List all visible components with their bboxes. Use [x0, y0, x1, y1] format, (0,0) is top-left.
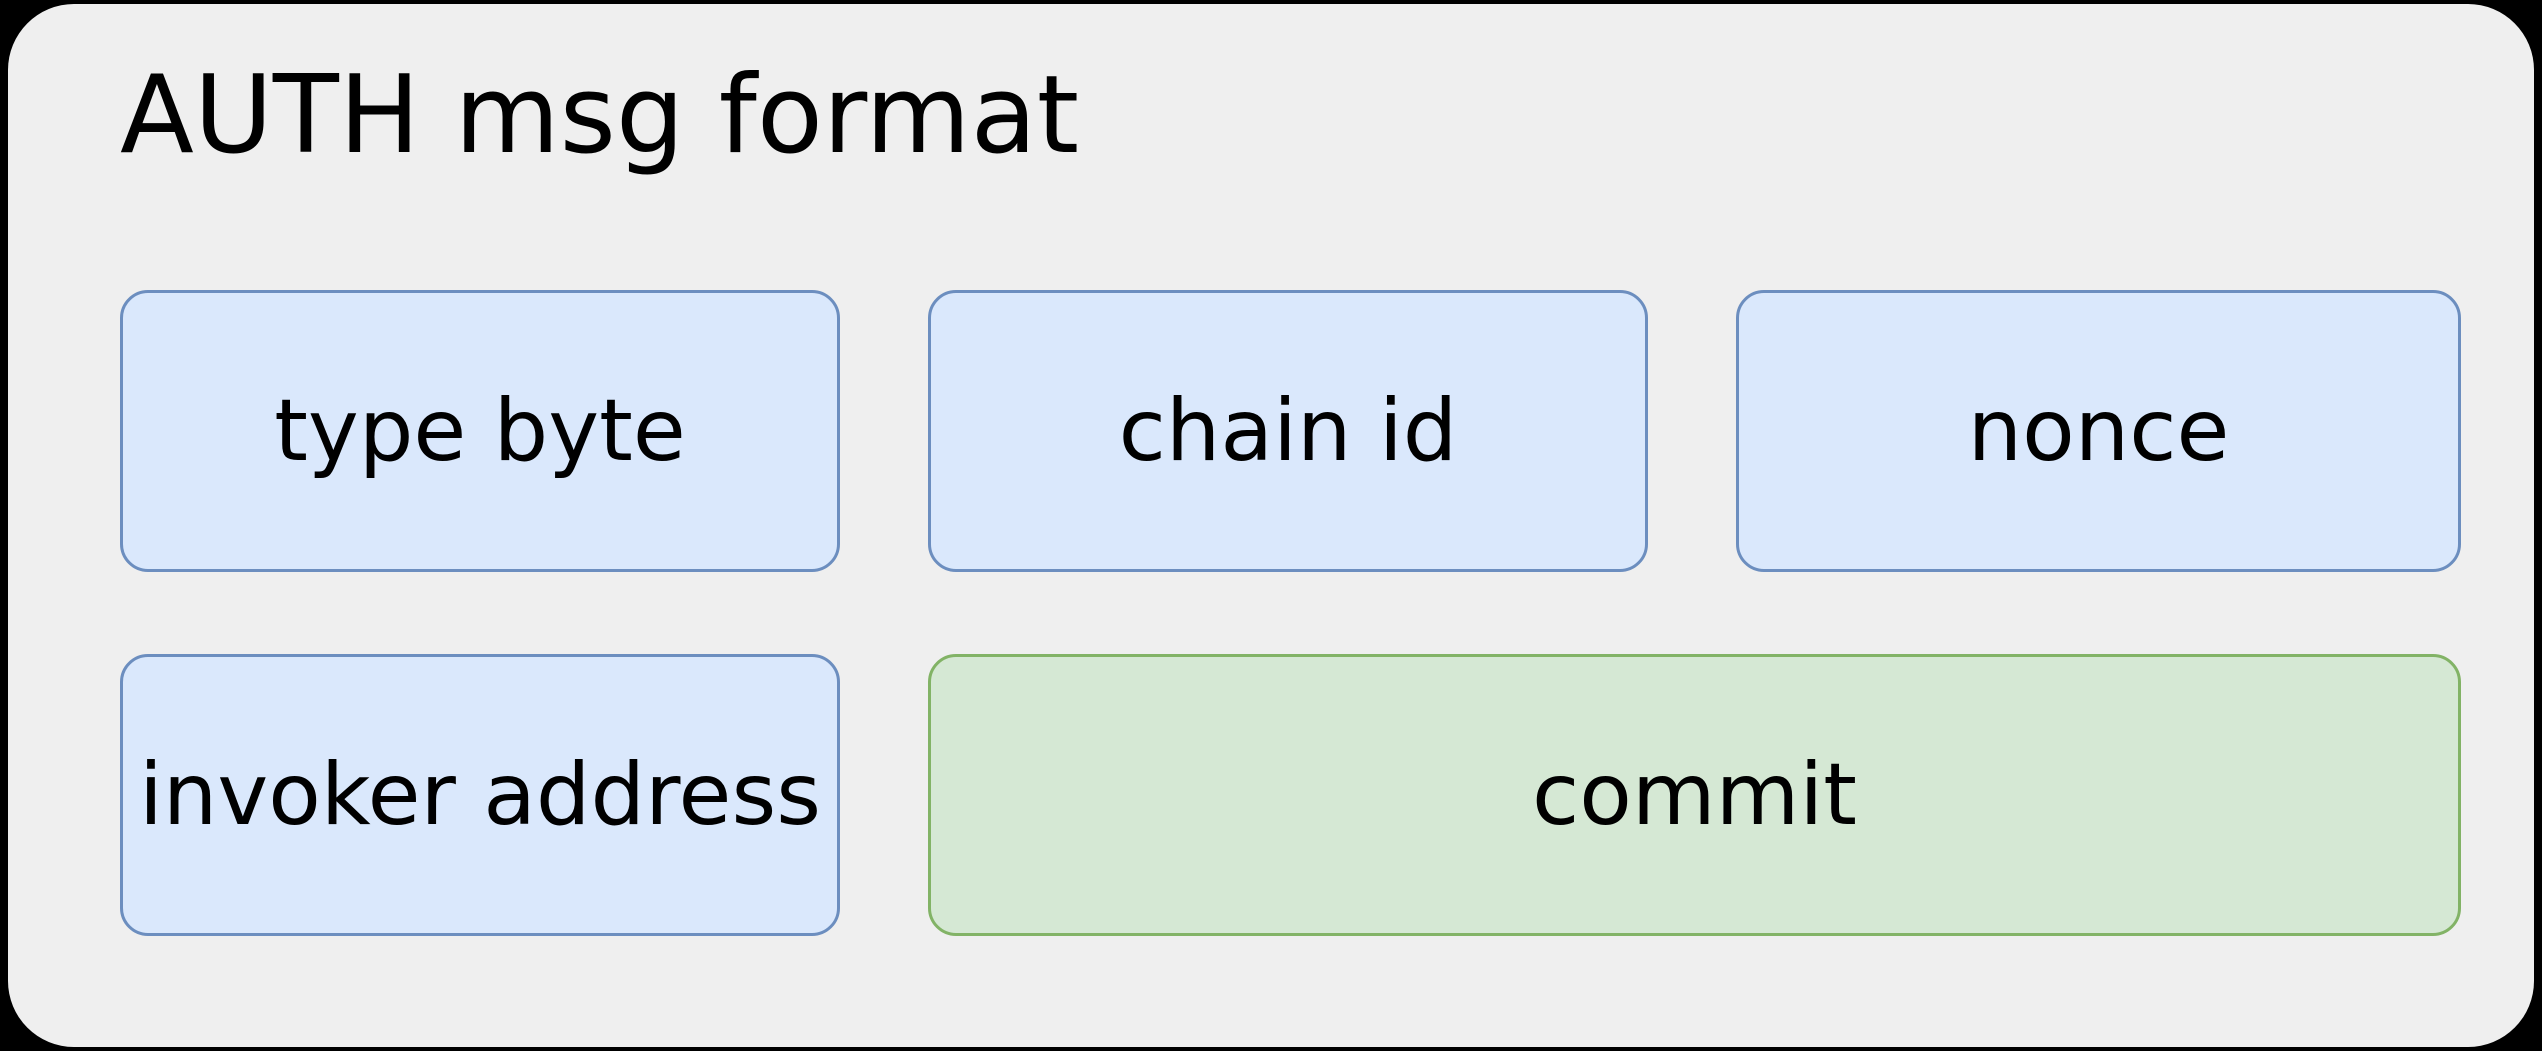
- field-box-nonce[interactable]: nonce: [1736, 290, 2461, 572]
- field-label-invoker-address: invoker address: [138, 745, 822, 845]
- field-label-chain-id: chain id: [1118, 381, 1458, 481]
- field-label-nonce: nonce: [1967, 381, 2230, 481]
- page-title: AUTH msg format: [120, 53, 1080, 178]
- field-box-type-byte[interactable]: type byte: [120, 290, 840, 572]
- field-label-commit: commit: [1531, 745, 1858, 845]
- field-box-chain-id[interactable]: chain id: [928, 290, 1648, 572]
- field-label-type-byte: type byte: [274, 381, 686, 481]
- field-box-commit[interactable]: commit: [928, 654, 2461, 936]
- auth-msg-format-panel: AUTH msg format type byte chain id nonce…: [8, 4, 2534, 1047]
- field-box-invoker-address[interactable]: invoker address: [120, 654, 840, 936]
